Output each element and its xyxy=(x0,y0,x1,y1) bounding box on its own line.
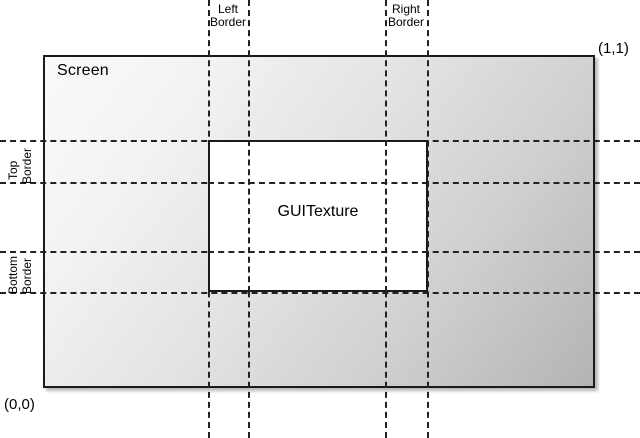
annotation-left-border: Left Border xyxy=(198,3,258,29)
guitexture-rectangle xyxy=(208,140,428,292)
screen-label: Screen xyxy=(57,62,109,79)
guide-line-horizontal-top-inner-overlay xyxy=(208,182,428,184)
annotation-top-border-line1: Top xyxy=(6,160,20,180)
coordinate-top-right: (1,1) xyxy=(598,40,629,57)
annotation-right-border-line2: Border xyxy=(387,15,425,29)
guide-line-horizontal-bottom-outer xyxy=(0,292,640,294)
annotation-bottom-border-line2: Border xyxy=(20,257,34,294)
guide-line-vertical-left-inner-overlay xyxy=(248,140,250,292)
annotation-left-border-line2: Border xyxy=(209,15,247,29)
annotation-left-border-line1: Left xyxy=(217,2,238,16)
annotation-right-border: Right Border xyxy=(376,3,436,29)
annotation-bottom-border-line1: Bottom xyxy=(6,255,20,294)
guitexture-label: GUITexture xyxy=(277,203,359,220)
guide-line-vertical-right-outer xyxy=(427,0,429,438)
annotation-right-border-line1: Right xyxy=(391,2,420,16)
coordinate-bottom-left: (0,0) xyxy=(4,396,35,413)
guide-line-horizontal-bottom-inner-overlay xyxy=(208,251,428,253)
guide-line-vertical-right-inner-overlay xyxy=(385,140,387,292)
annotation-top-border-line2: Border xyxy=(20,147,34,184)
